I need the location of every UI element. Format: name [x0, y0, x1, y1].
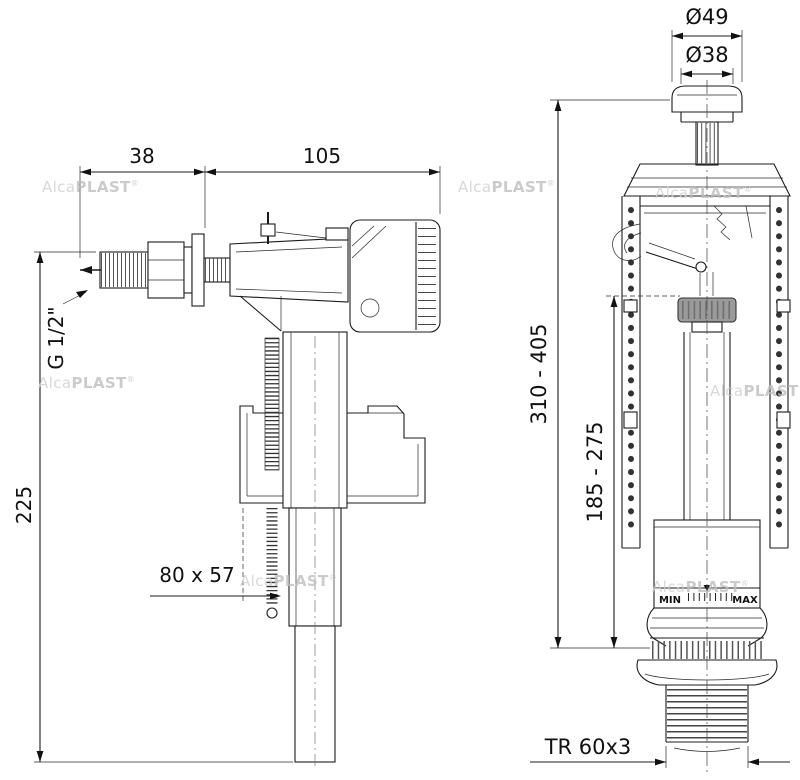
dim-310-405-label: 310 - 405: [527, 323, 551, 424]
fill-valve-view: [80, 212, 441, 770]
dim-d38-label: Ø38: [685, 43, 728, 67]
dim-cup-label: 80 x 57: [159, 563, 234, 587]
dim-thread-label: G 1/2": [44, 306, 68, 369]
dim-105-label: 105: [303, 144, 341, 168]
dim-225-label: 225: [12, 486, 36, 524]
flush-valve-view: MIN MAX: [612, 80, 791, 772]
dim-tr60x3-label: TR 60x3: [544, 735, 632, 759]
min-label: MIN: [659, 595, 681, 606]
left-dimensions: 38 105 G 1/2" 225 80 x 57: [12, 144, 441, 763]
dim-d49-label: Ø49: [685, 5, 728, 29]
dim-185-275-label: 185 - 275: [583, 421, 607, 522]
dim-38-label: 38: [129, 144, 154, 168]
right-dimensions: Ø49 Ø38 310 - 405 185 - 275 TR 60x3: [527, 5, 790, 768]
max-label: MAX: [732, 595, 758, 606]
